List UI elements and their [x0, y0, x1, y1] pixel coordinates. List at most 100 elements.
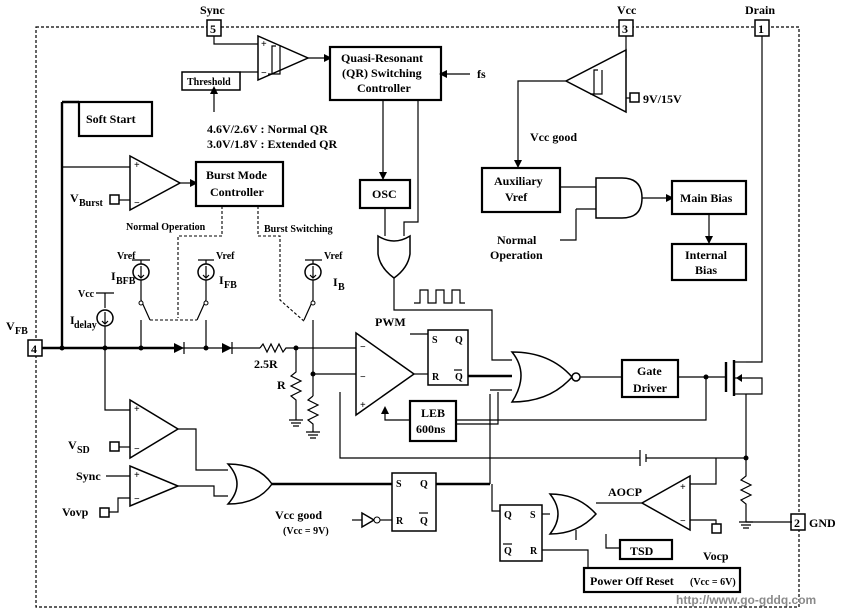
svg-text:−: −	[360, 372, 366, 383]
svg-text:S: S	[396, 479, 402, 490]
sense-resistor	[739, 430, 792, 529]
svg-text:4: 4	[31, 342, 37, 356]
watermark: http://www.go-gddq.com	[676, 593, 816, 607]
svg-text:I: I	[70, 313, 75, 327]
svg-text:Sync: Sync	[200, 3, 225, 17]
svg-text:Vref: Vref	[216, 251, 235, 262]
svg-text:I: I	[219, 273, 224, 287]
svg-text:Q: Q	[420, 479, 428, 490]
tsd-box	[618, 538, 674, 561]
svg-text:Sync: Sync	[76, 469, 101, 483]
svg-text:Q: Q	[455, 335, 463, 346]
svg-text:5: 5	[210, 22, 216, 36]
qr-controller-box	[328, 45, 443, 102]
pin-drain: Drain 1	[745, 3, 775, 37]
ovp-comparator: + −	[129, 464, 180, 508]
ifb-source: Vref I FB	[197, 251, 237, 300]
svg-text:Burst: Burst	[79, 198, 104, 209]
svg-text:+: +	[360, 400, 366, 411]
svg-text:3.0V/1.8V : Extended QR: 3.0V/1.8V : Extended QR	[207, 137, 337, 151]
svg-text:Vref: Vref	[117, 251, 136, 262]
svg-text:Internal: Internal	[685, 248, 728, 262]
threshold-box	[181, 71, 241, 91]
svg-text:Q: Q	[504, 510, 512, 521]
svg-text:(QR) Switching: (QR) Switching	[342, 66, 422, 80]
gate-driver-box	[620, 358, 680, 399]
svg-text:Operation: Operation	[490, 248, 543, 262]
svg-text:Normal Operation: Normal Operation	[126, 222, 206, 233]
osc-or-gate	[377, 234, 411, 279]
svg-text:Burst Mode: Burst Mode	[206, 168, 268, 182]
svg-text:4.6V/2.6V : Normal QR: 4.6V/2.6V : Normal QR	[207, 122, 328, 136]
internal-bias-box	[670, 242, 748, 282]
svg-text:Burst Switching: Burst Switching	[264, 224, 333, 235]
diode-2	[222, 342, 233, 354]
svg-text:9V/15V: 9V/15V	[643, 92, 682, 106]
svg-text:−: −	[134, 494, 140, 505]
svg-text:TSD: TSD	[630, 544, 654, 558]
svg-text:Bias: Bias	[695, 263, 717, 277]
idelay-source: Vcc I delay	[70, 289, 114, 348]
vcc-comparator	[564, 48, 627, 114]
svg-text:Auxiliary: Auxiliary	[494, 174, 543, 188]
svg-text:+: +	[134, 404, 140, 415]
svg-text:I: I	[333, 275, 338, 289]
svg-text:+: +	[134, 470, 140, 481]
svg-text:Main Bias: Main Bias	[680, 191, 733, 205]
svg-text:Vcc: Vcc	[617, 3, 637, 17]
svg-text:Vcc good: Vcc good	[275, 508, 322, 522]
svg-text:600ns: 600ns	[416, 422, 446, 436]
resistor-pwm	[306, 348, 356, 439]
svg-text:R: R	[432, 372, 440, 383]
burst-mode-box	[194, 160, 285, 208]
svg-text:+: +	[261, 39, 267, 50]
svg-text:+: +	[134, 160, 140, 171]
svg-text:R: R	[277, 378, 286, 392]
svg-text:Normal: Normal	[497, 233, 537, 247]
svg-text:2.5R: 2.5R	[254, 357, 278, 371]
svg-text:OSC: OSC	[372, 187, 397, 201]
svg-text:R: R	[530, 546, 538, 557]
latch-flipflop: S R Q Q	[391, 472, 437, 532]
svg-text:Threshold: Threshold	[187, 77, 231, 88]
svg-text:Vcc good: Vcc good	[530, 130, 577, 144]
svg-text:delay: delay	[74, 320, 97, 331]
not-gate	[361, 511, 381, 529]
battery	[639, 450, 647, 466]
svg-text:(Vcc = 9V): (Vcc = 9V)	[283, 526, 329, 537]
pwm-comparator: − − +	[355, 331, 416, 417]
pin-gnd: 2 GND	[790, 513, 836, 531]
svg-text:+: +	[680, 482, 686, 493]
svg-text:Controller: Controller	[210, 185, 264, 199]
ocp-latch: Q S Q R	[499, 504, 543, 562]
main-bias-box	[670, 179, 748, 216]
svg-text:S: S	[530, 510, 536, 521]
svg-text:Quasi-Resonant: Quasi-Resonant	[341, 51, 423, 65]
svg-text:FB: FB	[15, 326, 28, 337]
svg-text:BFB: BFB	[116, 276, 136, 287]
svg-text:−: −	[680, 516, 686, 527]
svg-text:V: V	[68, 438, 77, 452]
svg-text:FB: FB	[224, 280, 237, 291]
svg-text:Vref: Vref	[324, 251, 343, 262]
main-nor-gate	[510, 351, 581, 403]
svg-text:V: V	[6, 319, 15, 333]
ib-source: Vref I B	[304, 251, 345, 300]
svg-text:−: −	[134, 444, 140, 455]
svg-text:Vcc: Vcc	[78, 289, 95, 300]
svg-text:S: S	[432, 335, 438, 346]
svg-text:GND: GND	[809, 516, 836, 530]
burst-comparator: + −	[129, 154, 182, 212]
pwm-flipflop: S R Q Q	[427, 329, 469, 386]
svg-text:−: −	[134, 198, 140, 209]
resistor-r	[289, 348, 303, 427]
svg-text:Vovp: Vovp	[62, 505, 89, 519]
svg-text:−: −	[360, 342, 366, 353]
svg-text:Vref: Vref	[505, 190, 528, 204]
bias-and-gate	[595, 177, 643, 219]
resistor-2-5r	[259, 342, 356, 354]
svg-text:Driver: Driver	[633, 381, 668, 395]
svg-text:(Vcc = 6V): (Vcc = 6V)	[690, 577, 736, 588]
svg-text:LEB: LEB	[421, 406, 445, 420]
